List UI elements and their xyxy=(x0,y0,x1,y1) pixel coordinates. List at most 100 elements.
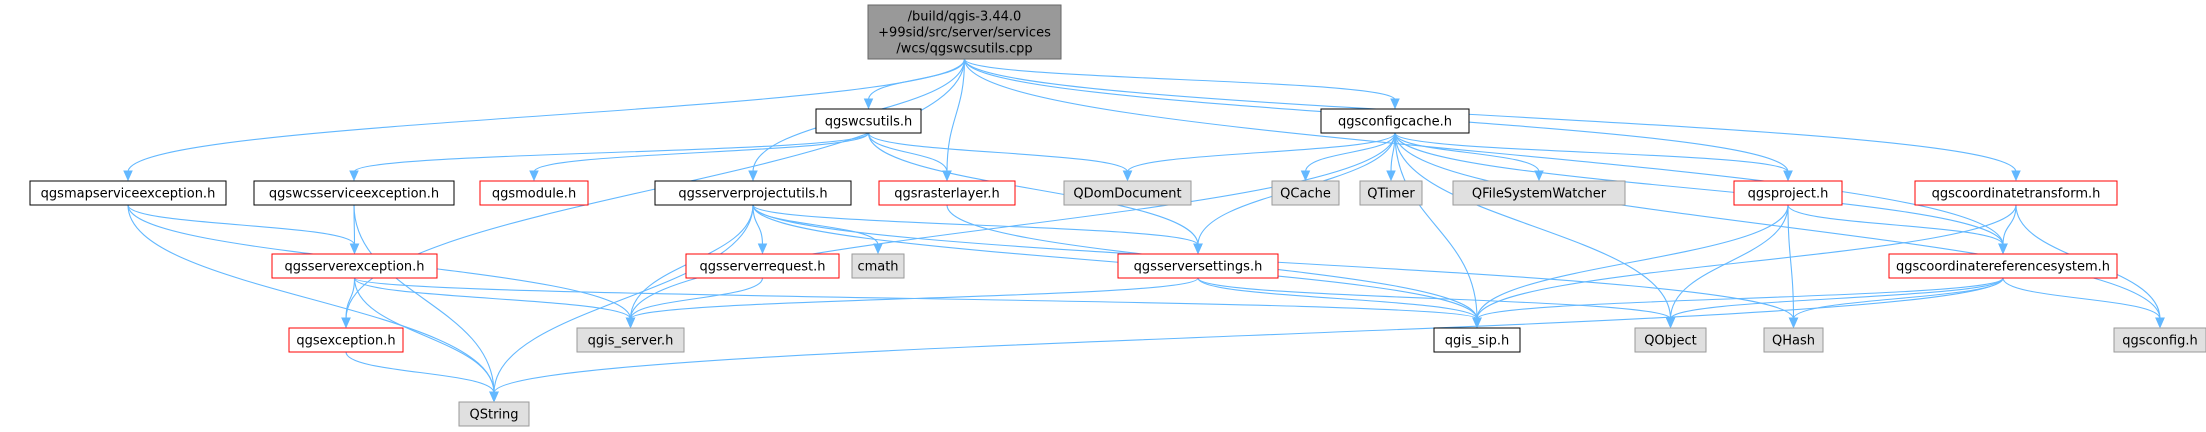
node-label: qgsserverexception.h xyxy=(284,260,424,275)
edge-arrowhead xyxy=(1193,243,1203,255)
node-wcssvcexc[interactable]: qgswcsserviceexception.h xyxy=(253,180,455,206)
edge-arrowhead xyxy=(1472,317,1482,329)
node-qgsconfig[interactable]: qgsconfig.h xyxy=(2113,327,2206,353)
edge-line xyxy=(345,277,356,320)
edge-line xyxy=(345,351,495,394)
edge-configcache-to-qgisserver xyxy=(625,132,1396,329)
node-serverexc[interactable]: qgsserverexception.h xyxy=(271,253,438,279)
edge-arrowhead xyxy=(1300,170,1311,182)
node-qcache[interactable]: QCache xyxy=(1271,180,1340,206)
edges-layer xyxy=(123,58,2165,403)
node-box xyxy=(288,327,404,353)
node-cmath[interactable]: cmath xyxy=(851,253,905,279)
node-box xyxy=(1359,180,1423,206)
node-label: qgscoordinatetransform.h xyxy=(1932,187,2101,202)
edge-projutils-to-qstring xyxy=(489,204,754,403)
node-qstring[interactable]: QString xyxy=(458,401,530,427)
node-domdoc[interactable]: QDomDocument xyxy=(1063,180,1192,206)
edge-line xyxy=(1394,132,1540,173)
node-configcache[interactable]: qgsconfigcache.h xyxy=(1320,108,1470,134)
node-qtimer[interactable]: QTimer xyxy=(1359,180,1423,206)
edge-arrowhead xyxy=(1534,170,1544,182)
node-box xyxy=(29,180,227,206)
node-box xyxy=(479,180,589,206)
node-label: +99sid/src/server/services xyxy=(878,26,1051,41)
node-label: qgsproject.h xyxy=(1748,187,1829,202)
node-label: qgsexception.h xyxy=(296,334,395,349)
node-qgisserver[interactable]: qgis_server.h xyxy=(576,327,685,353)
node-box xyxy=(576,327,685,353)
edge-root-to-coordtransform xyxy=(963,58,2021,182)
node-mapsvcexc[interactable]: qgsmapserviceexception.h xyxy=(29,180,227,206)
edge-project-to-qgissip xyxy=(1472,204,1789,329)
edge-line xyxy=(353,132,870,173)
node-box xyxy=(1888,253,2118,279)
edge-line xyxy=(2002,277,2161,320)
edge-arrowhead xyxy=(757,243,768,255)
edge-wcsutils-to-module xyxy=(529,132,870,182)
edge-arrowhead xyxy=(863,98,874,110)
node-label: /build/qgis-3.44.0 xyxy=(908,10,1022,25)
node-label: QObject xyxy=(1644,334,1697,349)
edge-line xyxy=(2002,204,2017,246)
edge-serversettings-to-qobject xyxy=(1197,277,1676,329)
edge-arrowhead xyxy=(349,170,359,182)
node-label: qgsserverprojectutils.h xyxy=(678,187,827,202)
edge-line xyxy=(1126,132,1396,173)
node-label: QFileSystemWatcher xyxy=(1472,187,1607,202)
edge-line xyxy=(1304,132,1396,173)
edge-line xyxy=(1394,132,1789,173)
node-rasterlayer[interactable]: qgsrasterlayer.h xyxy=(878,180,1016,206)
edge-line xyxy=(1394,132,2004,246)
edge-line xyxy=(867,132,1199,246)
node-serversettings[interactable]: qgsserversettings.h xyxy=(1117,253,1279,279)
edge-configcache-to-project xyxy=(1394,132,1793,182)
node-qgissip[interactable]: qgis_sip.h xyxy=(1433,327,1521,353)
edge-arrowhead xyxy=(1998,243,2008,255)
edge-crs-to-qobject xyxy=(1665,277,2004,329)
node-box xyxy=(253,180,455,206)
edge-line xyxy=(127,204,356,246)
node-coordtransform[interactable]: qgscoordinatetransform.h xyxy=(1914,180,2118,206)
edge-line xyxy=(1394,132,1478,320)
node-qhash[interactable]: QHash xyxy=(1763,327,1824,353)
node-qfsw[interactable]: QFileSystemWatcher xyxy=(1452,180,1626,206)
edge-line xyxy=(353,204,495,394)
node-box xyxy=(654,180,852,206)
node-label: qgsconfigcache.h xyxy=(1338,115,1452,130)
node-wcsutils[interactable]: qgswcsutils.h xyxy=(815,108,922,134)
edge-arrowhead xyxy=(529,170,539,182)
node-box xyxy=(867,4,1062,60)
node-box xyxy=(1733,180,1843,206)
node-box xyxy=(1117,253,1279,279)
node-module[interactable]: qgsmodule.h xyxy=(479,180,589,206)
node-projutils[interactable]: qgsserverprojectutils.h xyxy=(654,180,852,206)
edge-line xyxy=(353,277,632,320)
edge-configcache-to-qfsw xyxy=(1394,132,1544,182)
node-label: qgswcsutils.h xyxy=(825,115,913,130)
node-label: /wcs/qgswcsutils.cpp xyxy=(896,42,1032,57)
node-crs[interactable]: qgscoordinatereferencesystem.h xyxy=(1888,253,2118,279)
edge-root-to-rasterlayer xyxy=(942,58,966,182)
node-exception[interactable]: qgsexception.h xyxy=(288,327,404,353)
edge-line xyxy=(963,58,2017,173)
edge-crs-to-qgissip xyxy=(1472,277,2004,329)
edge-line xyxy=(493,277,2004,394)
edge-line xyxy=(963,58,1396,101)
edge-line xyxy=(1197,277,1672,320)
node-project[interactable]: qgsproject.h xyxy=(1733,180,1843,206)
node-box xyxy=(458,401,530,427)
edge-line xyxy=(1197,277,1478,320)
node-serverreq[interactable]: qgsserverrequest.h xyxy=(685,253,840,279)
edge-arrowhead xyxy=(1122,170,1133,182)
node-label: qgsrasterlayer.h xyxy=(894,187,1000,202)
node-qobject[interactable]: QObject xyxy=(1634,327,1707,353)
edge-line xyxy=(127,204,495,394)
edge-line xyxy=(963,58,2004,246)
node-box xyxy=(1763,327,1824,353)
edge-line xyxy=(1787,204,1795,320)
edge-line xyxy=(946,58,966,173)
edge-arrowhead xyxy=(341,317,351,329)
node-label: qgscoordinatereferencesystem.h xyxy=(1896,260,2110,275)
edge-mapsvcexc-to-qstring xyxy=(127,204,499,403)
